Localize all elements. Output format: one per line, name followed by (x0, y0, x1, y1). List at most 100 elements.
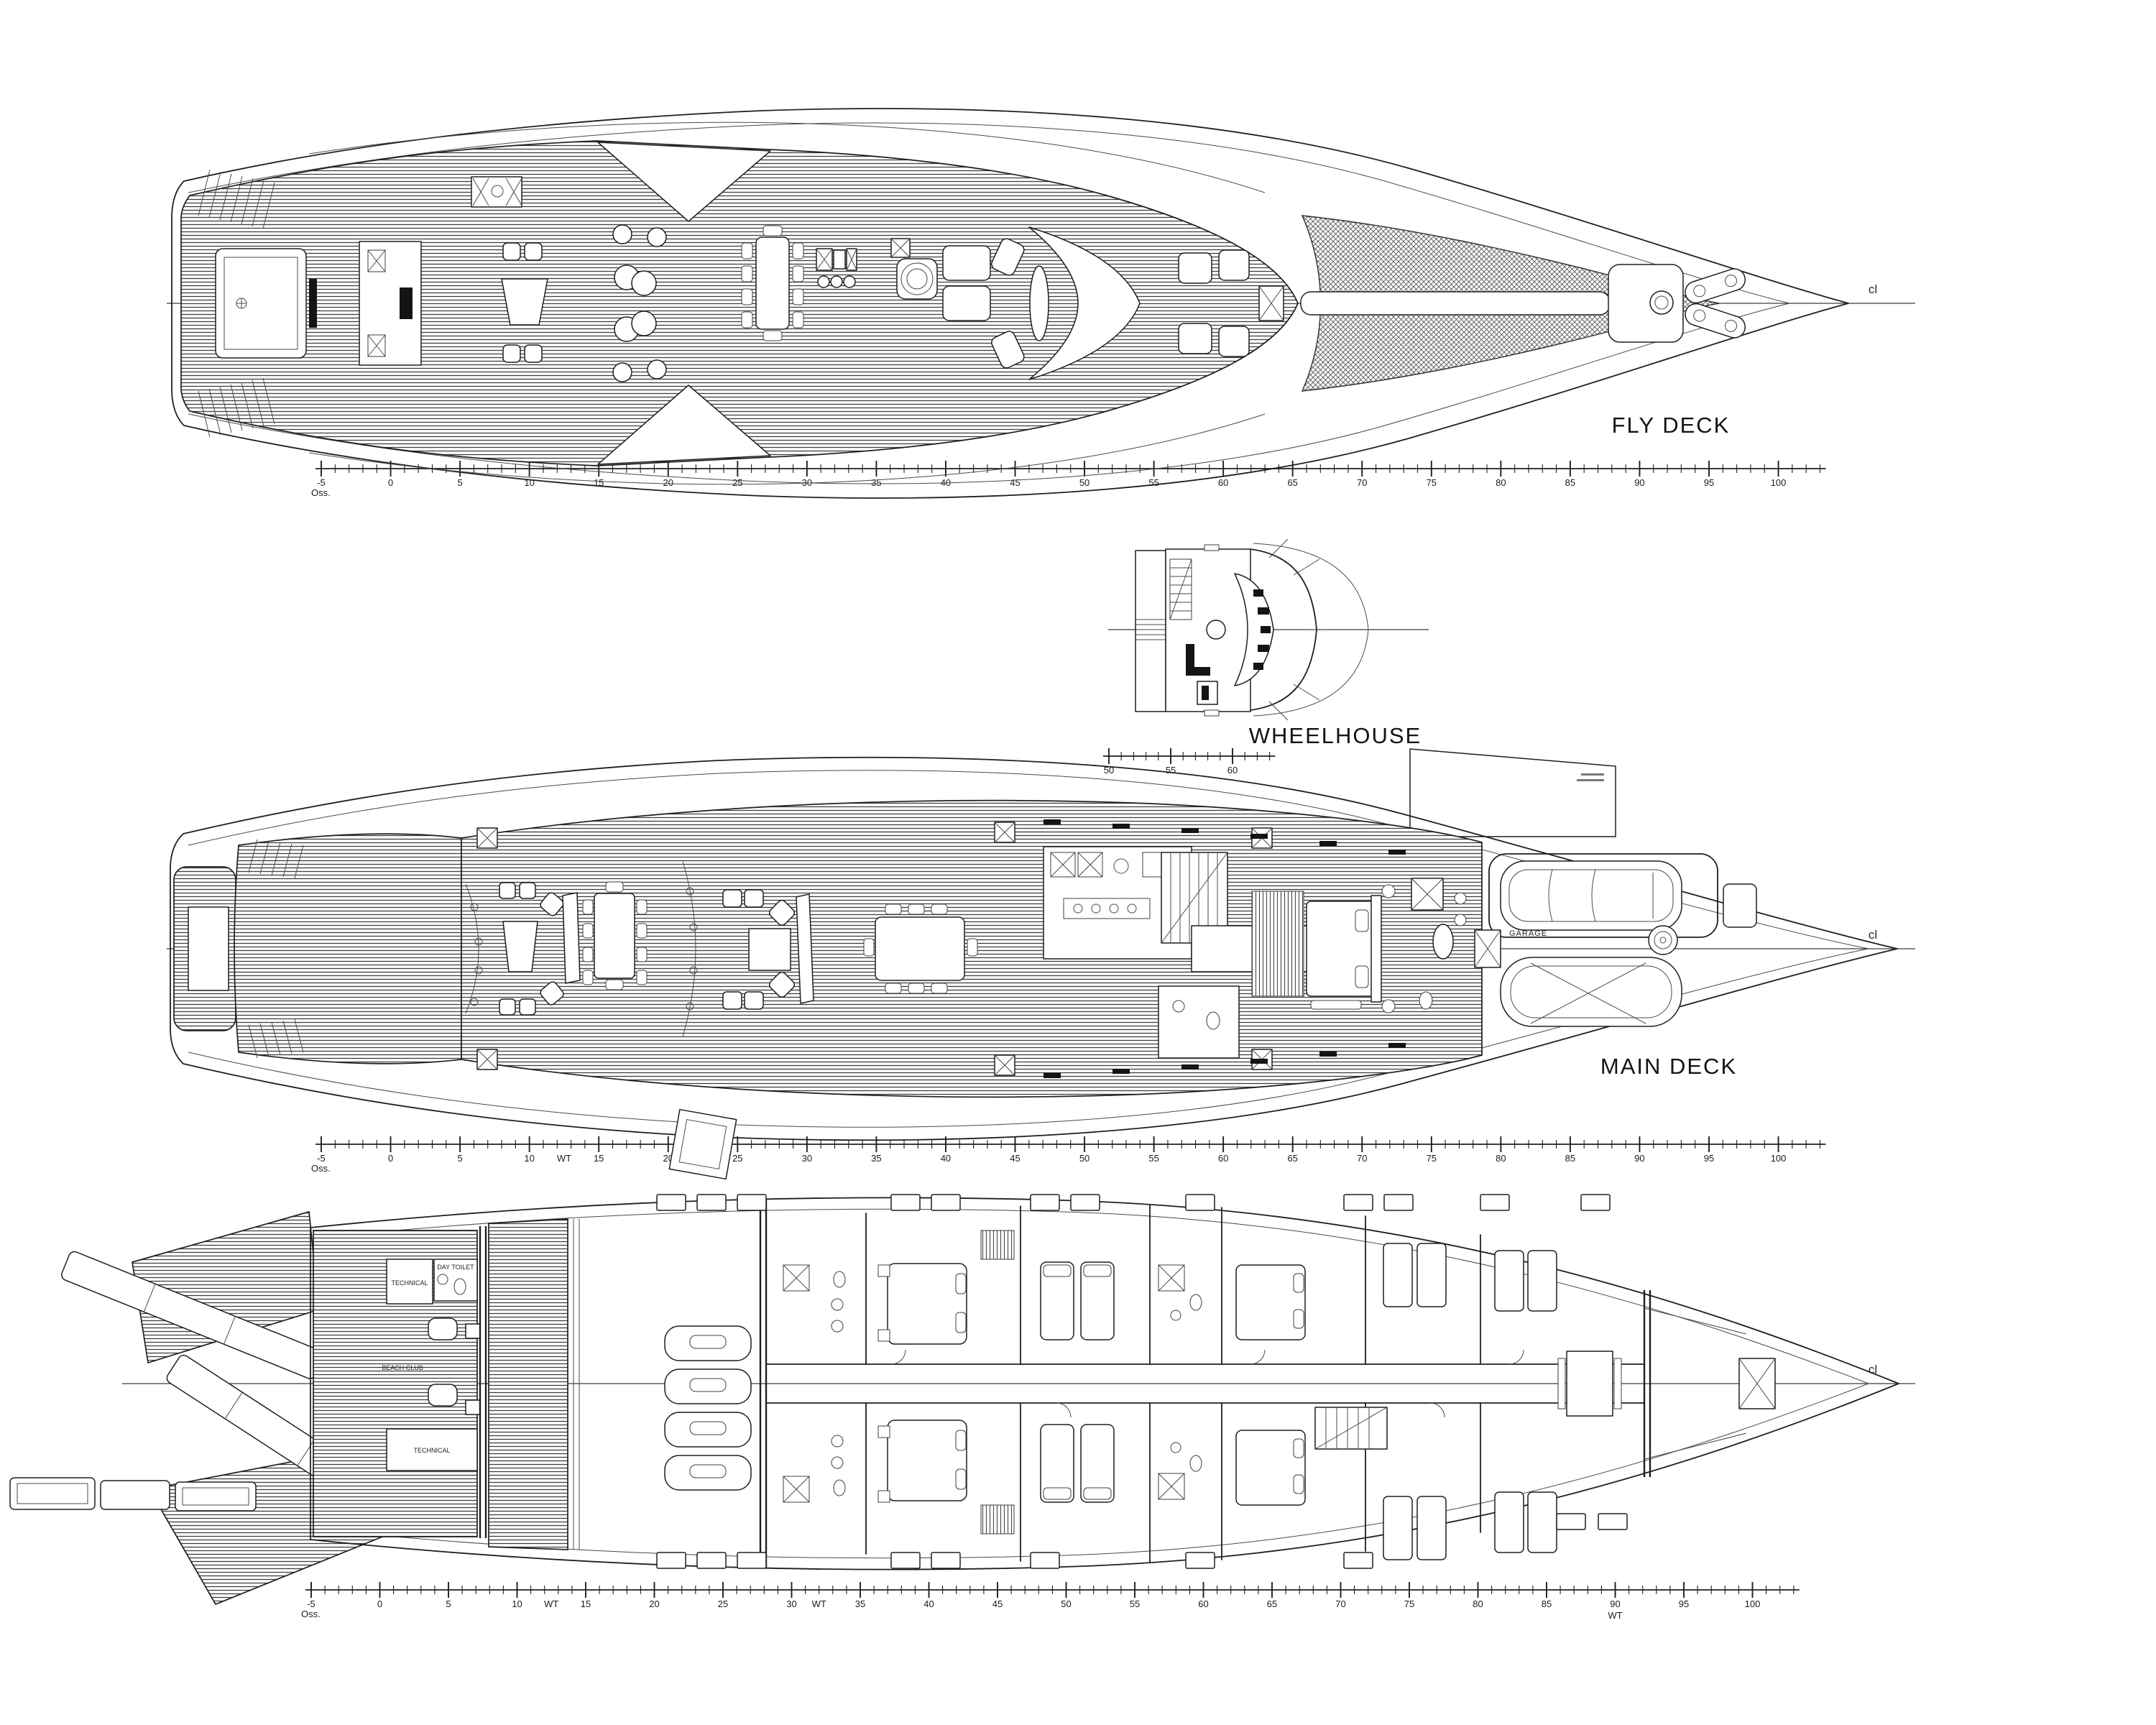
fly-side-passage-bottom (597, 385, 771, 465)
fly-jacuzzi (890, 238, 938, 300)
fly-overhang-line-bottom (308, 413, 1266, 485)
lower-hull-inner (318, 1208, 1869, 1559)
salon-furniture (682, 860, 978, 1037)
svg-text:30: 30 (802, 1153, 812, 1164)
side-boarding-platform (668, 1108, 737, 1180)
svg-text:90: 90 (1634, 1153, 1644, 1164)
windshield-mullions (1268, 538, 1331, 721)
svg-text:25: 25 (732, 477, 742, 488)
svg-text:-5: -5 (317, 477, 326, 488)
svg-text:5: 5 (457, 1153, 462, 1164)
wheelhouse-stairs (1169, 558, 1192, 620)
svg-text:65: 65 (1287, 477, 1297, 488)
svg-text:25: 25 (732, 1153, 742, 1164)
fly-deck-title: FLY DECK (1612, 413, 1731, 438)
bollard-plate-bottom (1685, 303, 1746, 339)
svg-text:70: 70 (1357, 1153, 1367, 1164)
lower-deck-plan: cl TECHNICAL DAY TOILET (9, 1194, 1915, 1606)
svg-text:45: 45 (1010, 1153, 1020, 1164)
svg-text:65: 65 (1287, 1153, 1297, 1164)
svg-text:50: 50 (1061, 1598, 1071, 1609)
main-deck-centerline-label: cl (1869, 928, 1877, 942)
lower-hull-outline (310, 1197, 1899, 1570)
svg-text:15: 15 (594, 1153, 604, 1164)
svg-text:Oss.: Oss. (301, 1609, 321, 1619)
svg-text:40: 40 (941, 1153, 951, 1164)
wheelhouse-sofa (1186, 644, 1210, 676)
fly-side-passage-top (597, 142, 771, 222)
svg-text:35: 35 (871, 1153, 881, 1164)
fly-deck-centerline-label: cl (1869, 282, 1877, 296)
svg-text:80: 80 (1496, 1153, 1506, 1164)
svg-text:25: 25 (718, 1598, 728, 1609)
wheelhouse-side-steps (1135, 550, 1166, 712)
svg-text:55: 55 (1130, 1598, 1140, 1609)
svg-text:70: 70 (1357, 477, 1367, 488)
porthole-row (656, 1194, 1628, 1569)
wheelhouse-console-aft (1197, 681, 1218, 705)
beach-club-rooms: TECHNICAL DAY TOILET TECHNICAL (386, 1259, 478, 1471)
svg-text:70: 70 (1335, 1598, 1345, 1609)
svg-text:10: 10 (512, 1598, 522, 1609)
fly-windscreen (1028, 226, 1141, 380)
svg-text:85: 85 (1565, 477, 1575, 488)
svg-text:65: 65 (1267, 1598, 1277, 1609)
boarding-ladder (9, 1477, 257, 1512)
svg-text:50: 50 (1079, 1153, 1089, 1164)
capstan-icon (1648, 925, 1678, 955)
tender-garage: GARAGE (1474, 853, 1757, 1027)
technical-aft-label: TECHNICAL (391, 1279, 428, 1287)
svg-text:90: 90 (1610, 1598, 1620, 1609)
svg-text:15: 15 (581, 1598, 591, 1609)
svg-text:WT: WT (812, 1598, 826, 1609)
owner-suite (1251, 878, 1467, 1013)
door-swings (890, 1349, 1524, 1418)
fly-deck-planking (180, 140, 1299, 466)
svg-text:85: 85 (1542, 1598, 1552, 1609)
svg-text:85: 85 (1565, 1153, 1575, 1164)
transom-door (188, 906, 229, 991)
svg-text:95: 95 (1704, 1153, 1714, 1164)
fly-sun-pads (942, 238, 1284, 369)
passerelle (61, 1251, 323, 1379)
svg-text:60: 60 (1218, 477, 1228, 488)
water-toys (664, 1325, 752, 1491)
svg-text:WT: WT (1608, 1610, 1622, 1621)
fwd-guest-cabin (1235, 1264, 1306, 1506)
cabin-partitions (765, 1204, 1776, 1563)
technical-fwd-label: TECHNICAL (413, 1447, 450, 1454)
fly-hull-inner-sheer (188, 122, 1790, 484)
svg-text:75: 75 (1404, 1598, 1414, 1609)
svg-text:40: 40 (923, 1598, 934, 1609)
fly-stern-lounge (215, 248, 307, 359)
tender-bay-planking (488, 1218, 568, 1550)
helm-chair (1206, 620, 1226, 640)
fly-foredeck-console (1608, 264, 1684, 343)
hull-glazing (1044, 819, 1406, 1078)
fly-overhang-line-top (308, 121, 1266, 193)
day-toilet-label: DAY TOILET (437, 1264, 474, 1271)
svg-text:30: 30 (786, 1598, 796, 1609)
svg-text:95: 95 (1679, 1598, 1689, 1609)
svg-text:60: 60 (1218, 1153, 1228, 1164)
svg-text:55: 55 (1166, 765, 1176, 776)
svg-text:-5: -5 (317, 1153, 326, 1164)
svg-text:Oss.: Oss. (311, 487, 331, 498)
svg-text:-5: -5 (307, 1598, 315, 1609)
svg-text:100: 100 (1771, 477, 1787, 488)
svg-text:50: 50 (1079, 477, 1089, 488)
mast-strip (309, 279, 317, 328)
guest-baths (1158, 1264, 1202, 1500)
day-head (1158, 985, 1240, 1059)
aft-deck-planking (234, 833, 462, 1064)
svg-text:100: 100 (1771, 1153, 1787, 1164)
wheelhouse-title: WHEELHOUSE (1249, 723, 1422, 748)
svg-text:95: 95 (1704, 477, 1714, 488)
twin-cabins (1040, 1261, 1115, 1503)
svg-text:55: 55 (1148, 1153, 1158, 1164)
svg-text:WT: WT (544, 1598, 558, 1609)
fly-dining-area (741, 225, 804, 341)
svg-text:75: 75 (1427, 477, 1437, 488)
bow-hatch (1723, 883, 1757, 928)
